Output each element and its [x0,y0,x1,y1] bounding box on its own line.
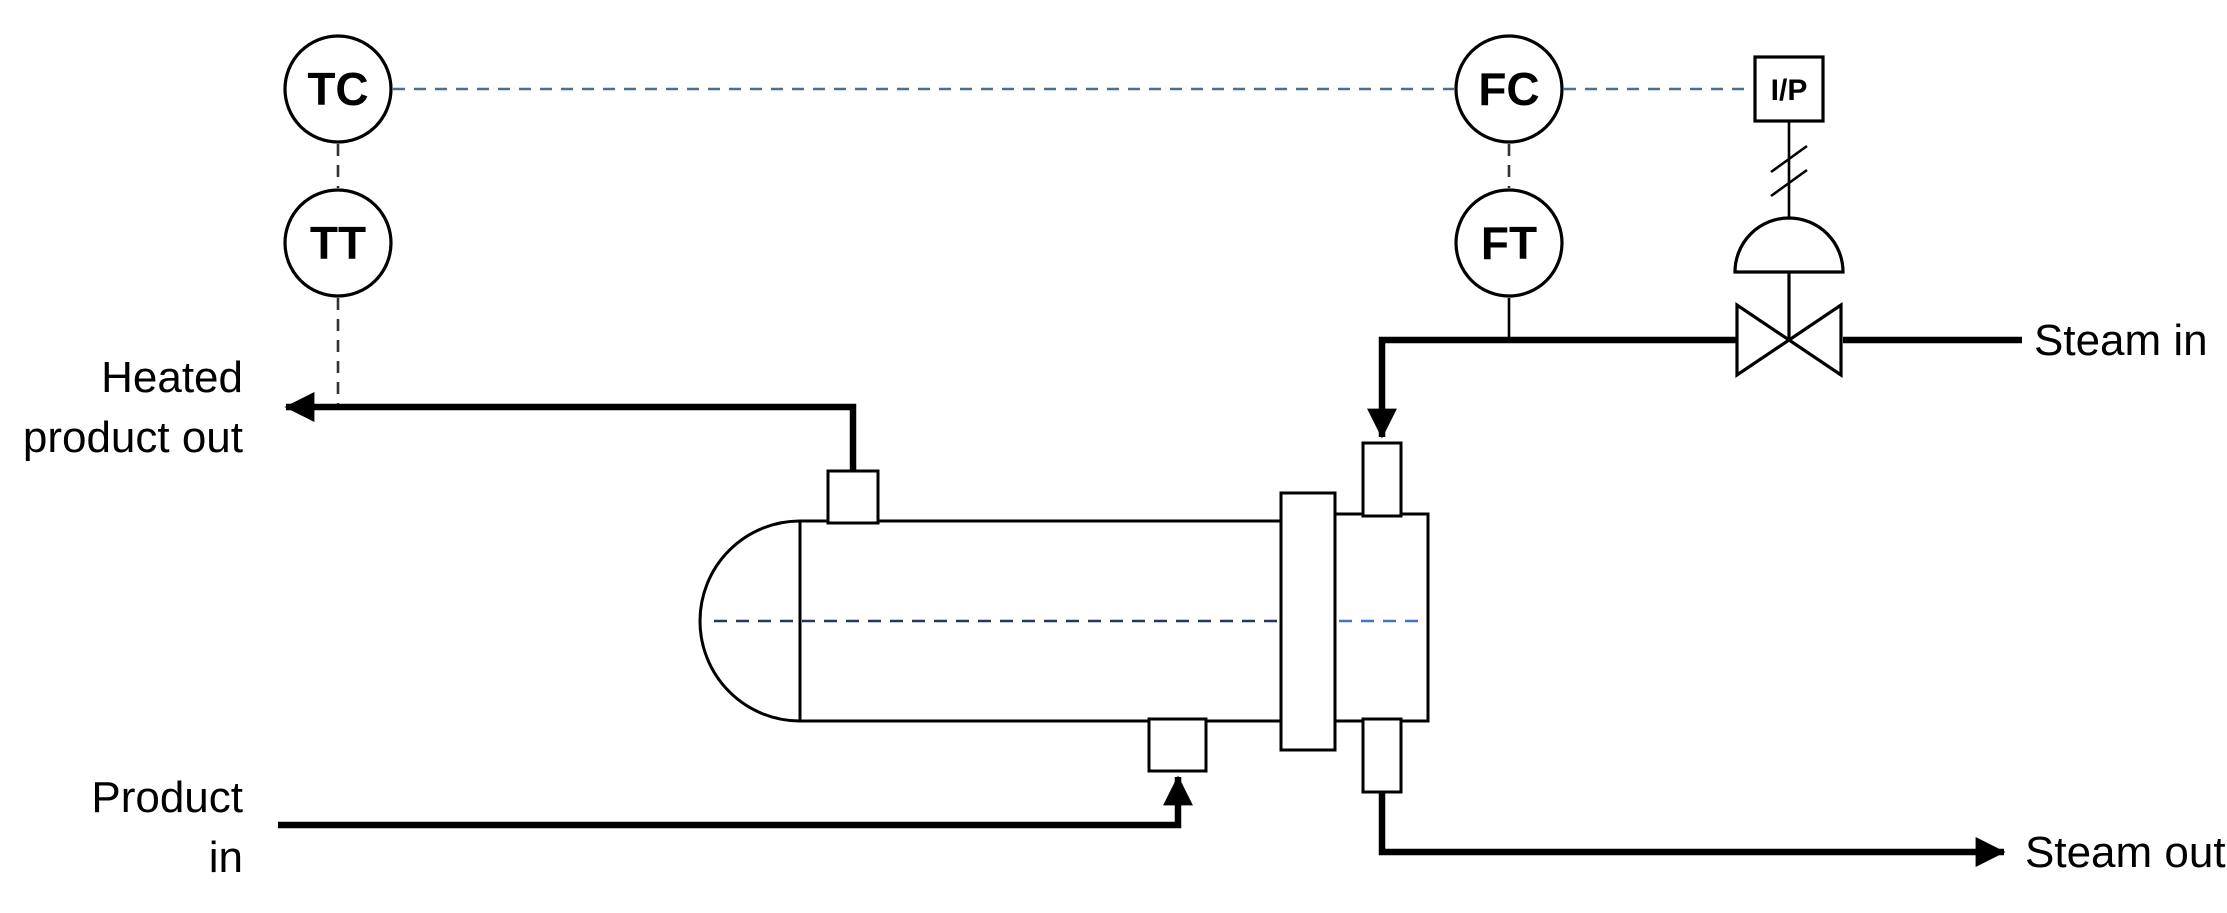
pipe-steam-out [1378,790,2006,867]
instrument-signal-lines [336,87,1753,404]
pipe-heated-product-out [284,392,857,473]
nozzle-product-in [1147,717,1208,773]
tc-tag: TC [307,63,368,115]
label-heated-product-out-line1: Heated [101,353,243,402]
steam-control-valve [1733,216,1845,379]
ip-converter-box [1753,55,1825,123]
nozzle-steam-out [1361,717,1403,794]
process-piping [278,336,2022,867]
ft-transmitter-bubble [1454,188,1564,298]
fc-controller-bubble [1454,34,1564,144]
right-head [1333,512,1430,723]
tc-controller-bubble [283,34,393,144]
signal-ip-valve [1770,121,1808,224]
ip-tag: I/P [1771,74,1808,107]
label-product-in-line1: Product [91,773,243,822]
valve-actuator-diaphragm [1733,216,1845,274]
pneumatic-slash-2 [1770,168,1808,198]
valve-body [1735,301,1843,379]
heat-exchanger [698,441,1430,794]
nozzle-steam-in [1361,441,1403,518]
pipe-product-in [278,775,1193,829]
instruments: TC TT FC FT I/P [283,34,1825,298]
label-steam-in: Steam in [2034,316,2208,365]
label-heated-product-out-line2: product out [23,413,243,462]
fc-tag: FC [1478,63,1539,115]
shell-left-cap [698,519,801,723]
pipe-steam-in-downstream [1367,336,1736,439]
tt-transmitter-bubble [283,188,393,298]
stream-labels: Heated product out Product in Steam in S… [23,316,2226,882]
label-product-in-line2: in [209,833,243,882]
label-steam-out: Steam out [2025,828,2226,877]
tt-tag: TT [310,217,366,269]
ft-tag: FT [1481,217,1537,269]
pneumatic-slash-1 [1770,144,1808,174]
nozzle-product-out [826,469,880,525]
shell-flange [1279,491,1337,752]
